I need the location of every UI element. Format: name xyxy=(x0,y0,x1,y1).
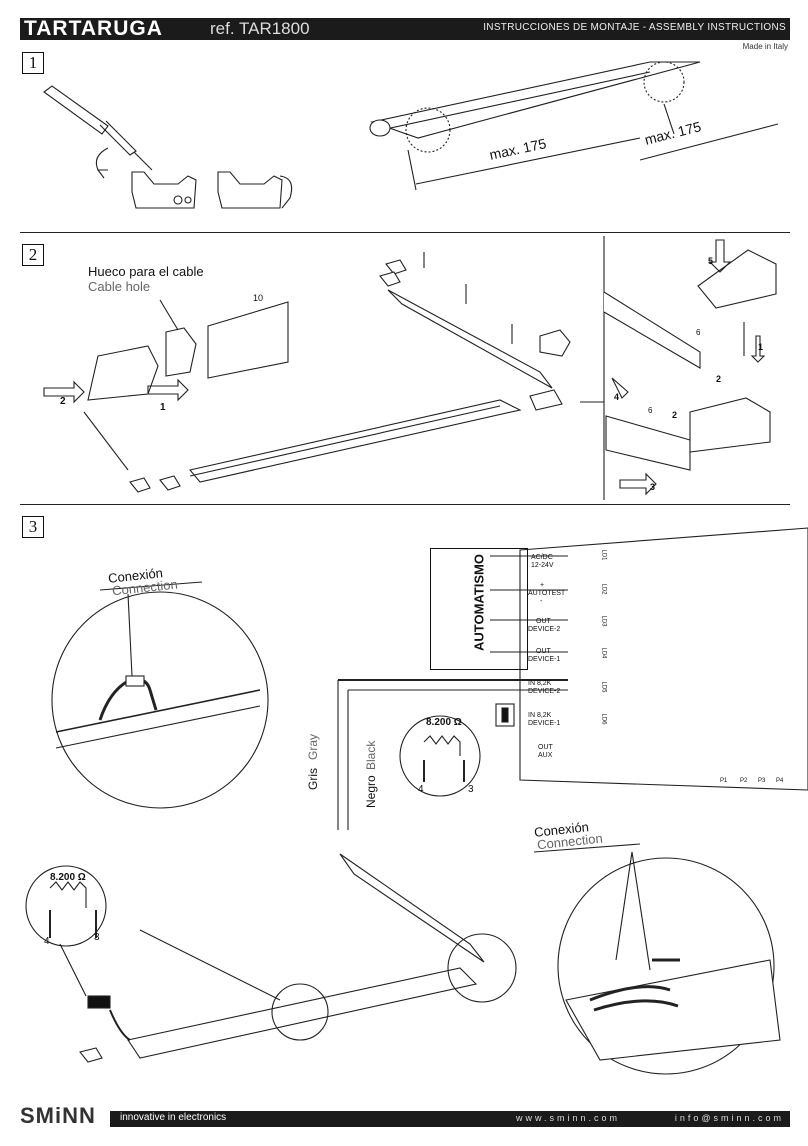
instructions-title: INSTRUCCIONES DE MONTAJE - ASSEMBLY INST… xyxy=(483,22,786,33)
arrow-label-2: 2 xyxy=(60,396,66,407)
led-4: LD4 xyxy=(600,647,607,659)
detail-num-6b: 6 xyxy=(648,406,653,415)
terminal-0-l1: AC/DC xyxy=(531,554,553,561)
r2-pin-3: 3 xyxy=(94,932,100,943)
r1-pin-4: 4 xyxy=(418,784,424,795)
terminal-3-l2: DEVICE-2 xyxy=(528,626,561,633)
separator-1 xyxy=(20,232,790,233)
detail-num-4: 4 xyxy=(614,392,620,402)
terminal-0-l2: 12-24V xyxy=(531,562,554,569)
terminal-5-l1: IN 8,2K xyxy=(528,680,552,687)
terminal-4-l2: DEVICE-1 xyxy=(528,656,561,663)
led-6: LD6 xyxy=(600,713,607,725)
arrow-label-1: 1 xyxy=(160,402,166,413)
terminal-1-l1: + xyxy=(540,582,545,589)
step-3-badge: 3 xyxy=(22,516,44,538)
profile-with-saws xyxy=(369,61,779,191)
terminal-6-l2: DEVICE-1 xyxy=(528,720,561,727)
separator-2 xyxy=(20,504,790,505)
step-2-badge: 2 xyxy=(22,244,44,266)
detail-num-5: 5 xyxy=(708,256,714,266)
detail-num-3: 3 xyxy=(650,482,656,492)
terminal-7-l2: AUX xyxy=(538,752,553,759)
sminn-logo: SMiNN xyxy=(20,1103,96,1128)
brand-title: TARTARUGA xyxy=(24,17,163,40)
gris-label: Gris xyxy=(306,768,320,790)
terminal-2-l1: - xyxy=(540,598,543,605)
step3-wiring xyxy=(25,527,808,1075)
terminal-4-l1: OUT xyxy=(536,648,551,655)
terminal-5-l2: DEVICE-2 xyxy=(528,688,561,695)
step-1-badge: 1 xyxy=(22,52,44,74)
step2-parts xyxy=(43,236,777,500)
terminal-3-l1: OUT xyxy=(536,618,551,625)
led-1: LD1 xyxy=(600,549,607,561)
website-link[interactable]: www.sminn.com xyxy=(515,1113,620,1123)
screwdriver-illustration xyxy=(43,85,153,179)
r1-pin-3: 3 xyxy=(468,784,474,795)
terminal-7-l1: OUT xyxy=(538,744,553,751)
detail-num-6: 6 xyxy=(696,328,701,337)
end-cap-right xyxy=(217,171,293,209)
detail-num-2: 2 xyxy=(716,374,722,384)
automatismo-label: AUTOMATISMO xyxy=(471,554,487,652)
footer-bar: innovative in electronics www.sminn.com … xyxy=(110,1111,790,1127)
resistor-label-1: 8.200 Ω xyxy=(426,717,462,728)
led-2: LD2 xyxy=(600,583,607,595)
product-ref: ref. TAR1800 xyxy=(210,19,310,38)
automatismo-box: AUTOMATISMO xyxy=(430,548,528,670)
tagline: innovative in electronics xyxy=(120,1112,227,1123)
pad-3: P3 xyxy=(758,778,766,784)
led-3: LD3 xyxy=(600,615,607,627)
negro-label: Negro xyxy=(364,775,378,808)
led-5: LD5 xyxy=(600,681,607,693)
detail-num-2b: 2 xyxy=(672,410,678,420)
terminal-6-l1: IN 8,2K xyxy=(528,712,552,719)
email-link[interactable]: info@sminn.com xyxy=(674,1113,784,1123)
black-label: Black xyxy=(364,740,378,770)
pad-4: P4 xyxy=(776,778,784,784)
gray-label: Gray xyxy=(306,733,320,760)
resistor-label-2: 8.200 Ω xyxy=(50,872,86,883)
cable-hole-es: Hueco para el cable xyxy=(88,264,204,279)
terminal-1-l2: AUTOTEST xyxy=(528,590,566,597)
detail-num-1: 1 xyxy=(758,342,764,352)
dim-10: 10 xyxy=(253,293,264,303)
pad-2: P2 xyxy=(740,778,748,784)
made-in-label: Made in Italy xyxy=(742,42,788,51)
cable-hole-en: Cable hole xyxy=(88,279,151,294)
pad-1: P1 xyxy=(720,778,728,784)
r2-pin-4: 4 xyxy=(44,936,50,947)
header-bar: TARTARUGA ref. TAR1800 INSTRUCCIONES DE … xyxy=(20,18,790,40)
end-cap-left xyxy=(131,171,197,209)
